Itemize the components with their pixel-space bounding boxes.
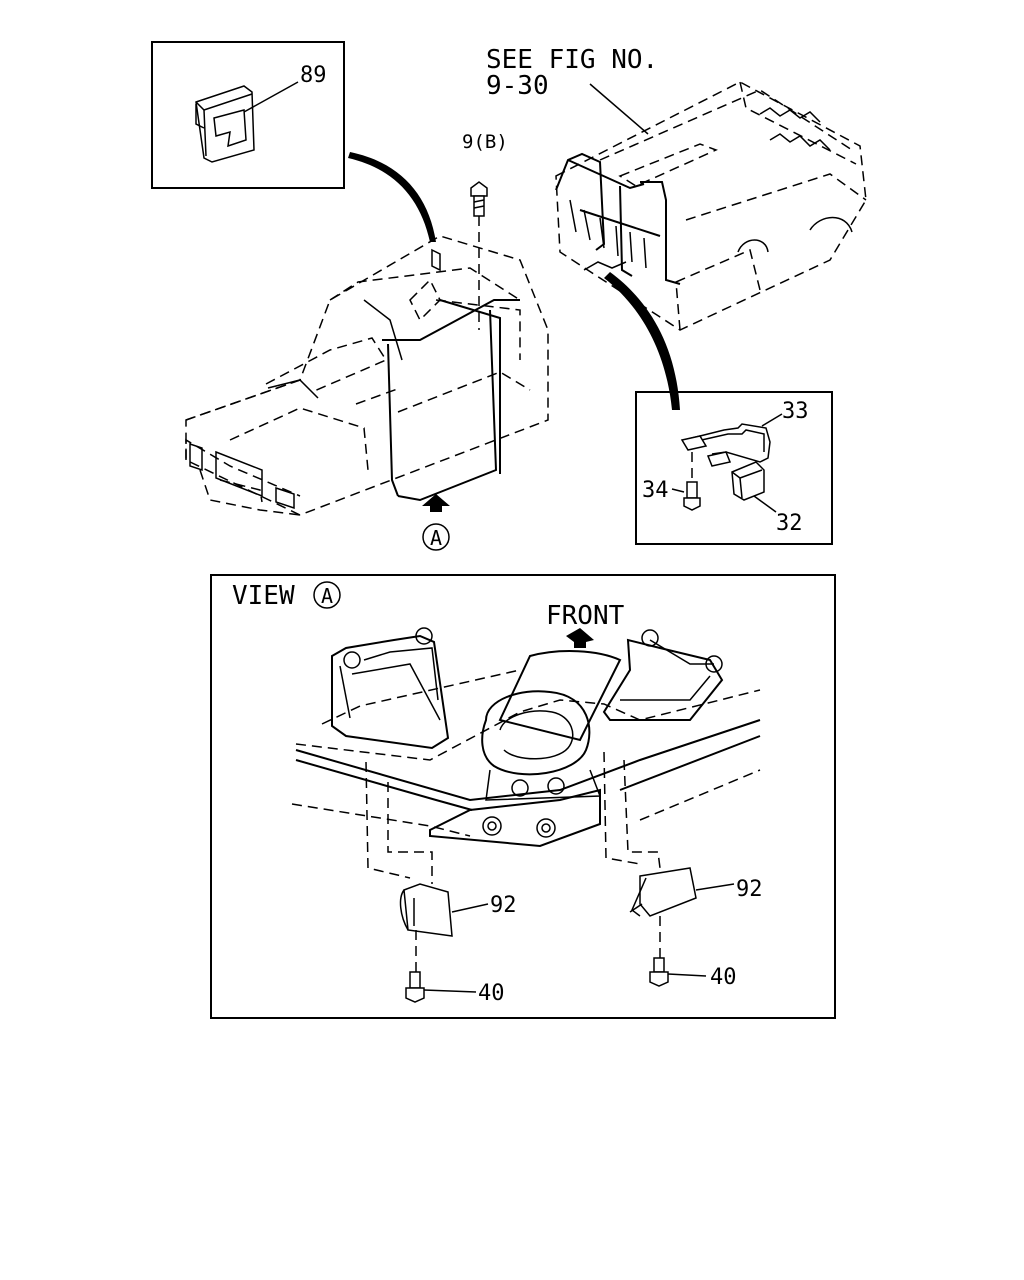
view-a-marker: A [430,526,442,550]
label-9b: 9(B) [462,131,508,153]
right-shield-92: 92 40 [603,751,763,990]
bracket-33-drawing [680,423,771,467]
see-fig-line2: 9-30 [486,71,549,101]
label-40-left: 40 [478,981,505,1006]
front-arrow [566,628,594,648]
label-92-right: 92 [736,877,763,902]
bolt-34-drawing [683,452,701,511]
leader-40-right [667,973,707,977]
leader-see-fig [589,83,649,135]
right-hanger-bracket [602,629,724,721]
leader-40-left [423,989,477,993]
view-a-arrow: A [422,494,450,551]
pad-32-drawing [731,461,765,501]
label-34: 34 [642,478,669,503]
leader-33 [761,413,783,427]
leader-89 [243,81,299,113]
inset-parts-32-34: 33 34 32 [635,391,833,545]
label-92-left: 92 [490,893,517,918]
nut-center-right [536,818,556,838]
view-a-label-marker: A [321,584,333,608]
left-hanger-bracket [331,627,450,750]
inset-part-89: 89 [151,41,345,189]
label-33: 33 [782,399,809,424]
see-fig-line1: SEE FIG NO. [486,45,658,75]
view-a-label: VIEW [232,581,295,611]
front-label: FRONT [546,601,625,631]
label-40-right: 40 [710,965,737,990]
cab-body [185,235,549,516]
bolt-9b: 9(B) [462,131,508,330]
label-89: 89 [300,63,327,88]
nut-center-left [482,816,502,836]
leader-92-left [451,903,489,913]
rear-bed: SEE FIG NO. 9-30 [486,45,867,331]
leader-34 [671,488,685,493]
left-shield-92: 92 40 [365,761,517,1006]
leader-92-right [695,883,735,891]
differential [481,650,622,801]
callout-arrow-33 [604,272,680,410]
leader-32 [753,495,777,513]
callout-arrow-89 [348,152,436,242]
part-89-drawing [195,85,255,163]
view-a-panel: VIEW A FRONT [210,574,836,1019]
label-32: 32 [776,511,803,536]
